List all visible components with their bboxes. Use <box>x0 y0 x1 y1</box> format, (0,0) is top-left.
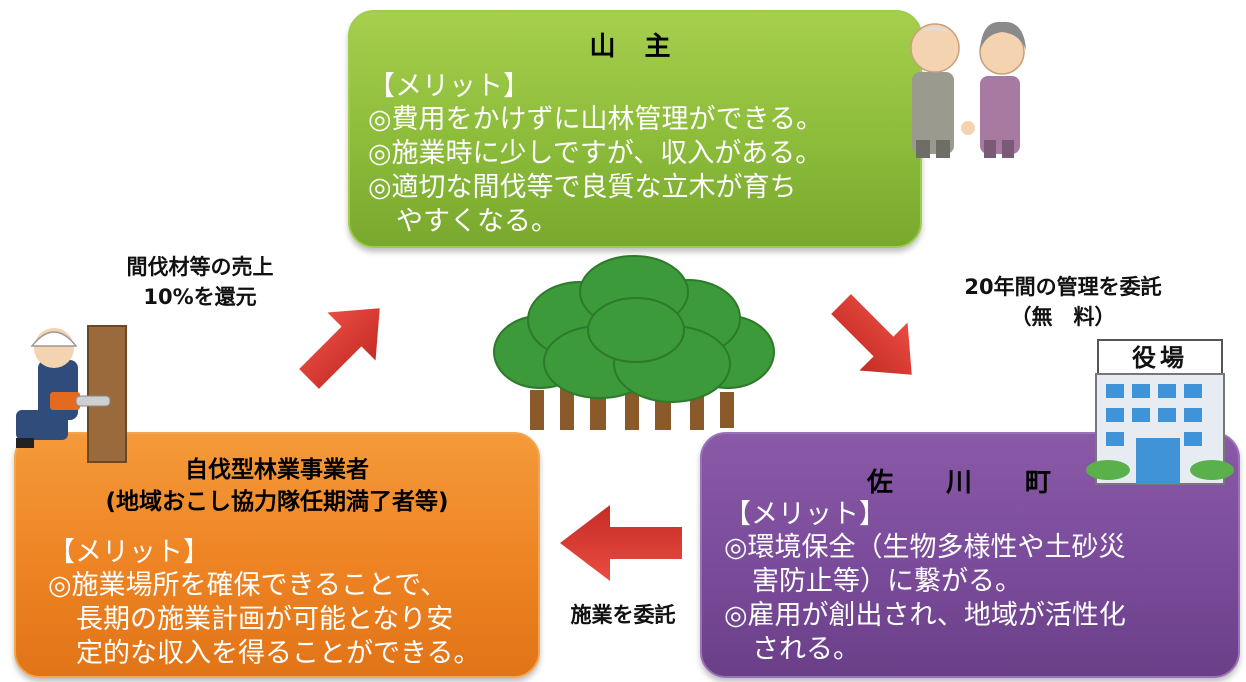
town-merit-heading: 【メリット】 <box>724 499 886 530</box>
town-merits: 【メリット】 ◎環境保全（生物多様性や土砂災 害防止等）に繋がる。 ◎雇用が創出… <box>724 492 1126 667</box>
town-hall-sign: 役場 <box>1132 344 1188 372</box>
elderly-couple-icon <box>910 21 1026 158</box>
entrust-label: 20年間の管理を委託 （無 料） <box>918 272 1208 332</box>
owner-merits: 【メリット】 ◎費用をかけずに山林管理ができる。 ◎施業時に少しですが、収入があ… <box>368 64 823 239</box>
entrust-label-line: 20年間の管理を委託 <box>964 275 1162 299</box>
owner-merit-heading: 【メリット】 <box>368 71 530 102</box>
owner-title: 山 主 <box>589 32 681 62</box>
return-label-line: 10%を還元 <box>143 285 257 309</box>
forestry-worker-icon <box>16 325 127 463</box>
worker-title: 自伐型林業事業者 (地域おこし協力隊任期満了者等) <box>16 454 538 518</box>
worker-title-sub: (地域おこし協力隊任期満了者等) <box>105 489 449 515</box>
return-label: 間伐材等の売上 10%を還元 <box>100 252 300 312</box>
worker-title-main: 自伐型林業事業者 <box>185 457 369 483</box>
entrust-label-line: （無 料） <box>1010 305 1116 329</box>
worker-box: 自伐型林業事業者 (地域おこし協力隊任期満了者等) 【メリット】 ◎施業場所を確… <box>14 432 540 678</box>
arrow-entrust <box>831 294 912 375</box>
town-hall-icon <box>1086 339 1234 485</box>
owner-merit-item: ◎施業時に少しですが、収入がある。 <box>368 138 823 169</box>
construct-label: 施業を委託 <box>570 603 676 627</box>
town-title: 佐 川 町 <box>866 468 1074 498</box>
town-merit-item: ◎雇用が創出され、地域が活性化 <box>724 600 1126 631</box>
worker-merit-heading: 【メリット】 <box>48 537 210 568</box>
town-merit-item: 害防止等）に繋がる。 <box>752 566 1022 597</box>
owner-merit-item: ◎適切な間伐等で良質な立木が育ち <box>368 172 797 203</box>
worker-merit-item: 長期の施業計画が可能となり安 <box>76 604 454 635</box>
worker-merit-item: ◎施業場所を確保できることで、 <box>48 570 448 601</box>
forest-icon <box>493 255 775 430</box>
town-merit-item: される。 <box>752 634 860 665</box>
arrow-return <box>299 308 380 389</box>
town-merit-item: ◎環境保全（生物多様性や土砂災 <box>724 532 1126 563</box>
owner-box: 山 主 【メリット】 ◎費用をかけずに山林管理ができる。 ◎施業時に少しですが、… <box>348 10 922 248</box>
worker-merit-item: 定的な収入を得ることができる。 <box>76 638 481 669</box>
owner-merit-item: ◎費用をかけずに山林管理ができる。 <box>368 104 824 135</box>
arrow-construct <box>560 505 682 581</box>
owner-merit-item: やすくなる。 <box>396 206 558 237</box>
worker-merits: 【メリット】 ◎施業場所を確保できることで、 長期の施業計画が可能となり安 定的… <box>48 530 480 671</box>
return-label-line: 間伐材等の売上 <box>126 255 274 279</box>
